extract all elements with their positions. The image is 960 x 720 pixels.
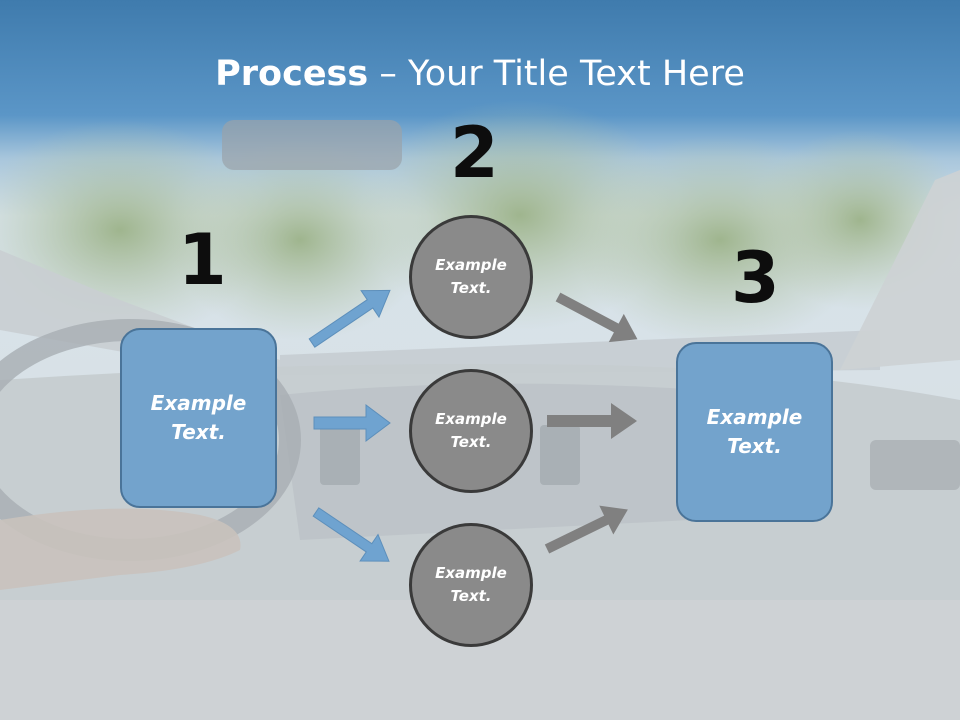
- arrow-icon: [544, 505, 628, 554]
- left-box-text: Example Text.: [150, 391, 247, 444]
- right-box-text: Example Text.: [706, 405, 803, 458]
- circle-2: Example Text.: [409, 369, 533, 493]
- circle-2-text: Example Text.: [435, 410, 507, 451]
- circle-3: Example Text.: [409, 523, 533, 647]
- title-bold: Process: [215, 54, 369, 94]
- step-number-3: 3: [731, 237, 780, 319]
- right-box: Example Text.: [676, 342, 833, 522]
- step-number-1: 1: [178, 219, 227, 301]
- left-box: Example Text.: [120, 328, 277, 508]
- arrow-icon: [555, 292, 638, 343]
- arrow-icon: [312, 507, 390, 562]
- circle-1: Example Text.: [409, 215, 533, 339]
- arrow-icon: [308, 289, 391, 348]
- title-rest: – Your Title Text Here: [368, 54, 745, 94]
- step-number-2: 2: [450, 112, 499, 194]
- arrow-icon: [547, 403, 637, 439]
- circle-1-text: Example Text.: [435, 256, 507, 297]
- arrow-icon: [313, 404, 391, 442]
- page-title: Process – Your Title Text Here: [0, 52, 960, 96]
- circle-3-text: Example Text.: [435, 564, 507, 605]
